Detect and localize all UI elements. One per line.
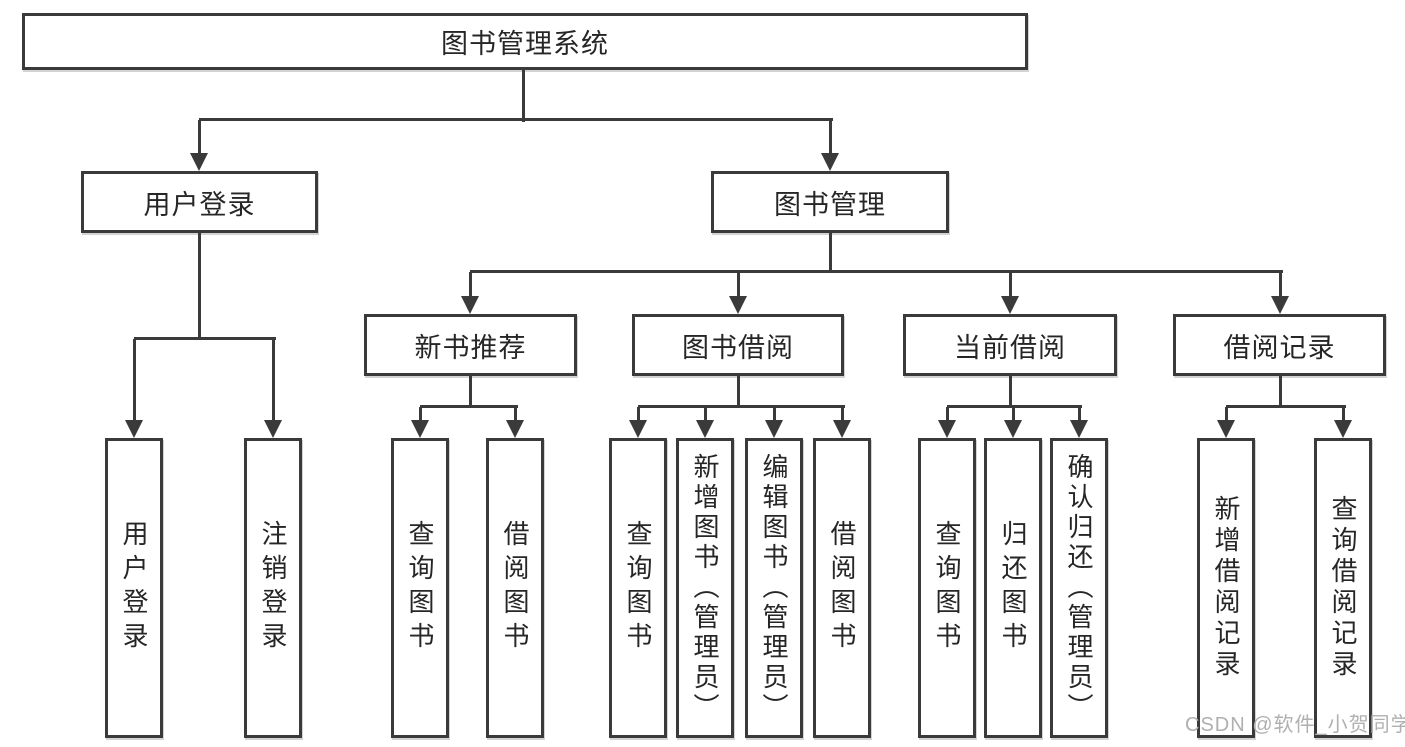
node-borrow-records: 借阅记录: [1173, 314, 1386, 376]
leaf-query-books-current: 查询图书: [918, 438, 976, 738]
connector-vline: [197, 233, 201, 340]
connector-hline: [420, 405, 518, 408]
connector-hline: [947, 405, 1082, 408]
leaf-query-books-current-label: 查询图书: [932, 520, 962, 656]
leaf-query-books-recommend: 查询图书: [391, 438, 449, 738]
node-user-login: 用户登录: [81, 171, 318, 233]
leaf-add-borrow-record: 新增借阅记录: [1197, 438, 1255, 738]
leaf-add-borrow-record-label: 新增借阅记录: [1211, 495, 1241, 681]
connector-arrow-stem: [840, 407, 844, 420]
connector-arrow-stem: [772, 407, 776, 420]
arrow-down-icon: [765, 420, 783, 438]
connector-vline: [468, 376, 472, 408]
arrow-down-icon: [729, 296, 747, 314]
connector-arrow-stem: [468, 272, 472, 296]
connector-arrow-stem: [945, 407, 949, 420]
leaf-borrow-books-recommend: 借阅图书: [486, 438, 544, 738]
arrow-down-icon: [1334, 420, 1352, 438]
arrow-down-icon: [1070, 420, 1088, 438]
connector-hline: [199, 118, 833, 121]
connector-arrow-stem: [197, 120, 201, 153]
leaf-add-book-admin: 新增图书（管理员）: [676, 438, 734, 738]
connector-arrow-stem: [1011, 407, 1015, 420]
connector-arrow-stem: [636, 407, 640, 420]
leaf-edit-book-admin-label: 编辑图书（管理员）: [759, 453, 789, 723]
connector-hline: [470, 270, 1283, 273]
arrow-down-icon: [1001, 296, 1019, 314]
arrow-down-icon: [696, 420, 714, 438]
arrow-down-icon: [190, 153, 208, 171]
leaf-user-login-label: 用户登录: [119, 520, 149, 656]
leaf-query-borrow-record: 查询借阅记录: [1314, 438, 1372, 738]
connector-vline: [736, 376, 740, 408]
connector-arrow-stem: [1341, 407, 1345, 420]
connector-hline: [134, 337, 276, 340]
leaf-edit-book-admin: 编辑图书（管理员）: [745, 438, 803, 738]
node-borrow-records-label: 借阅记录: [1223, 332, 1336, 363]
arrow-down-icon: [1217, 420, 1235, 438]
node-book-management-label: 图书管理: [774, 189, 886, 220]
connector-arrow-stem: [418, 407, 422, 420]
arrow-down-icon: [461, 296, 479, 314]
leaf-confirm-return-admin-label: 确认归还（管理员）: [1064, 453, 1094, 723]
connector-arrow-stem: [132, 339, 136, 420]
connector-arrow-stem: [513, 407, 517, 420]
connector-vline: [828, 233, 832, 273]
node-book-borrow: 图书借阅: [632, 314, 844, 376]
leaf-query-borrow-record-label: 查询借阅记录: [1328, 495, 1358, 681]
node-current-borrow-label: 当前借阅: [954, 332, 1066, 363]
node-new-book-recommend: 新书推荐: [364, 314, 577, 376]
arrow-down-icon: [1271, 296, 1289, 314]
leaf-query-books-borrow-label: 查询图书: [623, 520, 653, 656]
arrow-down-icon: [506, 420, 524, 438]
leaf-user-login: 用户登录: [105, 438, 163, 738]
leaf-confirm-return-admin: 确认归还（管理员）: [1050, 438, 1108, 738]
watermark: CSDN @软件_小贺同学: [1185, 714, 1405, 736]
connector-arrow-stem: [703, 407, 707, 420]
connector-arrow-stem: [1008, 272, 1012, 296]
connector-arrow-stem: [271, 339, 275, 420]
leaf-return-book: 归还图书: [984, 438, 1042, 738]
arrow-down-icon: [629, 420, 647, 438]
arrow-down-icon: [1004, 420, 1022, 438]
node-new-book-recommend-label: 新书推荐: [414, 332, 527, 363]
leaf-add-book-admin-label: 新增图书（管理员）: [690, 453, 720, 723]
leaf-return-book-label: 归还图书: [998, 520, 1028, 656]
connector-hline: [638, 405, 845, 408]
connector-hline: [1226, 405, 1346, 408]
node-book-management: 图书管理: [711, 171, 949, 233]
arrow-down-icon: [411, 420, 429, 438]
connector-vline: [1008, 376, 1012, 408]
node-current-borrow: 当前借阅: [903, 314, 1117, 376]
arrow-down-icon: [833, 420, 851, 438]
arrow-down-icon: [821, 153, 839, 171]
connector-vline: [1278, 376, 1282, 408]
node-root-label: 图书管理系统: [441, 29, 609, 59]
leaf-logout: 注销登录: [244, 438, 302, 738]
connector-arrow-stem: [1077, 407, 1081, 420]
connector-arrow-stem: [736, 272, 740, 296]
leaf-borrow-books: 借阅图书: [813, 438, 871, 738]
leaf-query-books-borrow: 查询图书: [609, 438, 667, 738]
node-root: 图书管理系统: [22, 13, 1028, 70]
leaf-logout-label: 注销登录: [258, 520, 288, 656]
node-book-borrow-label: 图书借阅: [682, 332, 794, 363]
connector-arrow-stem: [828, 120, 832, 153]
arrow-down-icon: [264, 420, 282, 438]
connector-arrow-stem: [1278, 272, 1282, 296]
connector-vline: [521, 70, 525, 122]
leaf-borrow-books-recommend-label: 借阅图书: [500, 520, 530, 656]
arrow-down-icon: [125, 420, 143, 438]
leaf-query-books-recommend-label: 查询图书: [405, 520, 435, 656]
arrow-down-icon: [938, 420, 956, 438]
node-user-login-label: 用户登录: [143, 189, 256, 220]
leaf-borrow-books-label: 借阅图书: [827, 520, 857, 656]
connector-arrow-stem: [1224, 407, 1228, 420]
